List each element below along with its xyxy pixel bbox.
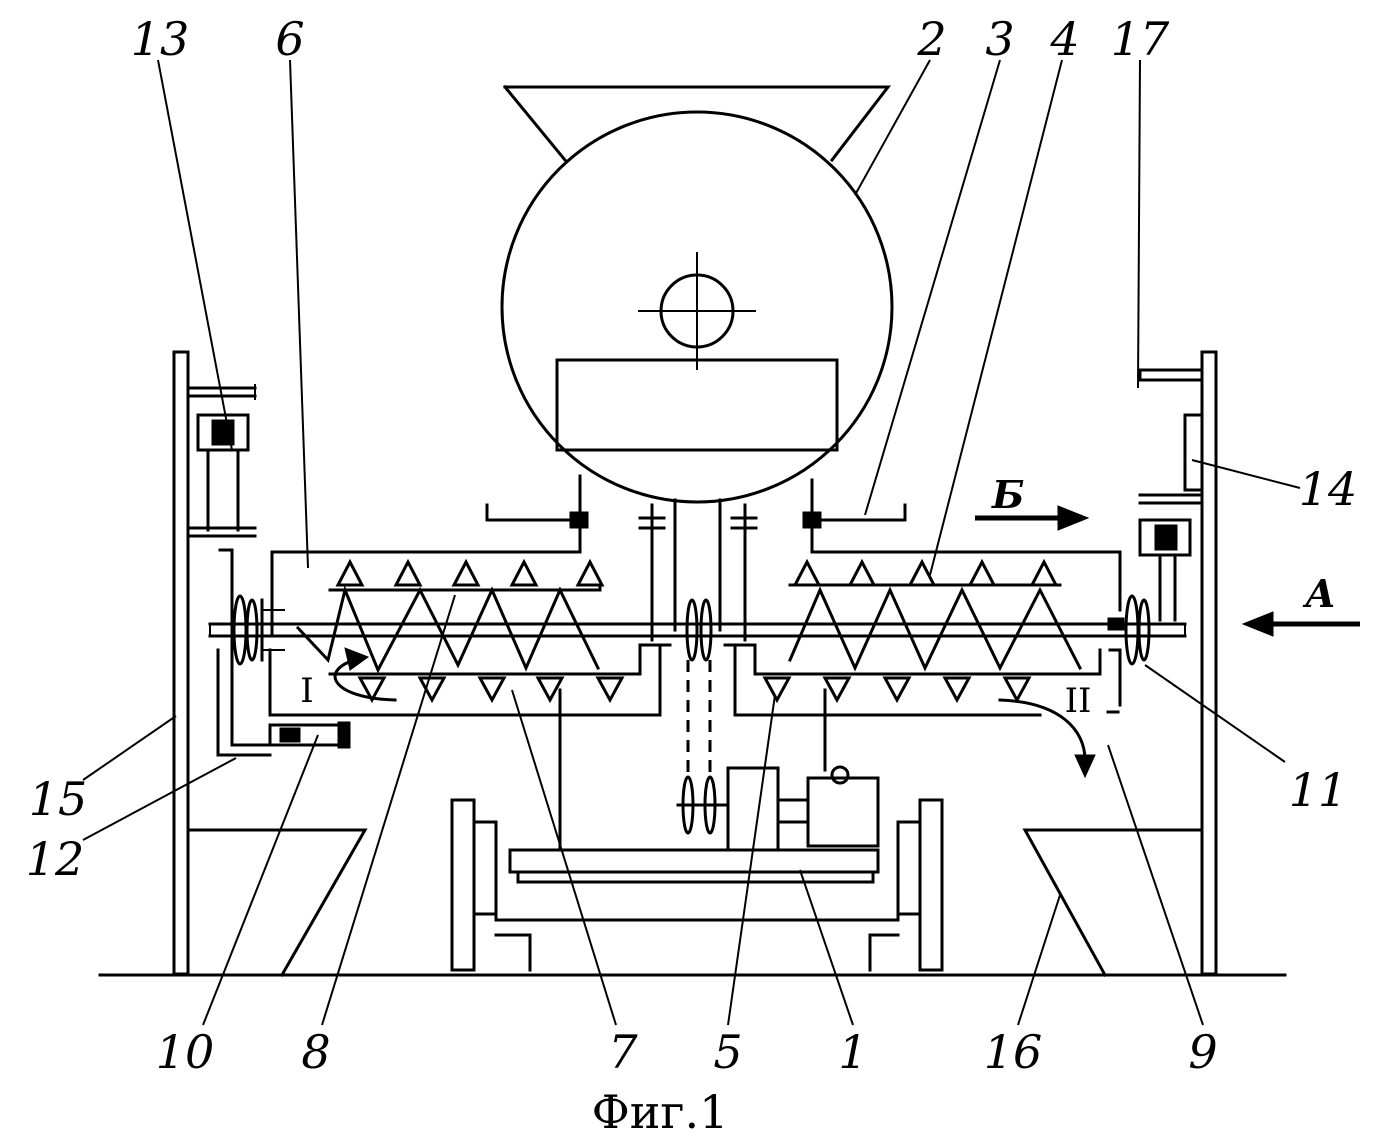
left-collector bbox=[188, 830, 365, 975]
label-7: 7 bbox=[608, 1025, 638, 1079]
label-8: 8 bbox=[301, 1025, 330, 1079]
label-15: 15 bbox=[29, 772, 88, 826]
label-10: 10 bbox=[156, 1025, 215, 1079]
label-11: 11 bbox=[1289, 763, 1348, 817]
motor bbox=[678, 767, 878, 850]
flow-arrows bbox=[335, 648, 1095, 777]
zone-label-1: I bbox=[300, 671, 313, 711]
center-sprocket bbox=[640, 600, 755, 780]
arrow-label-b: Б bbox=[991, 472, 1024, 517]
drum bbox=[502, 112, 892, 502]
left-auger bbox=[298, 562, 622, 700]
label-14: 14 bbox=[1299, 462, 1358, 516]
label-12: 12 bbox=[26, 832, 85, 886]
figure-caption: Фиг.1 bbox=[592, 1085, 729, 1139]
label-3: 3 bbox=[985, 12, 1014, 66]
label-9: 9 bbox=[1188, 1025, 1217, 1079]
right-collector bbox=[1025, 830, 1202, 975]
label-17: 17 bbox=[1111, 12, 1170, 66]
arrow-a bbox=[1243, 612, 1360, 636]
zone-label-2: II bbox=[1065, 681, 1092, 721]
leader-lines bbox=[83, 60, 1300, 1025]
label-4: 4 bbox=[1049, 12, 1079, 66]
right-frame-post bbox=[1202, 352, 1216, 974]
label-16: 16 bbox=[984, 1025, 1043, 1079]
label-6: 6 bbox=[275, 12, 304, 66]
hopper bbox=[505, 87, 888, 160]
left-frame-post bbox=[174, 352, 188, 974]
right-drive bbox=[1108, 370, 1202, 664]
arrow-label-a: А bbox=[1302, 571, 1336, 616]
label-13: 13 bbox=[131, 12, 190, 66]
right-auger bbox=[765, 562, 1080, 700]
label-1: 1 bbox=[838, 1025, 867, 1079]
label-5: 5 bbox=[713, 1025, 742, 1079]
label-2: 2 bbox=[916, 12, 946, 66]
